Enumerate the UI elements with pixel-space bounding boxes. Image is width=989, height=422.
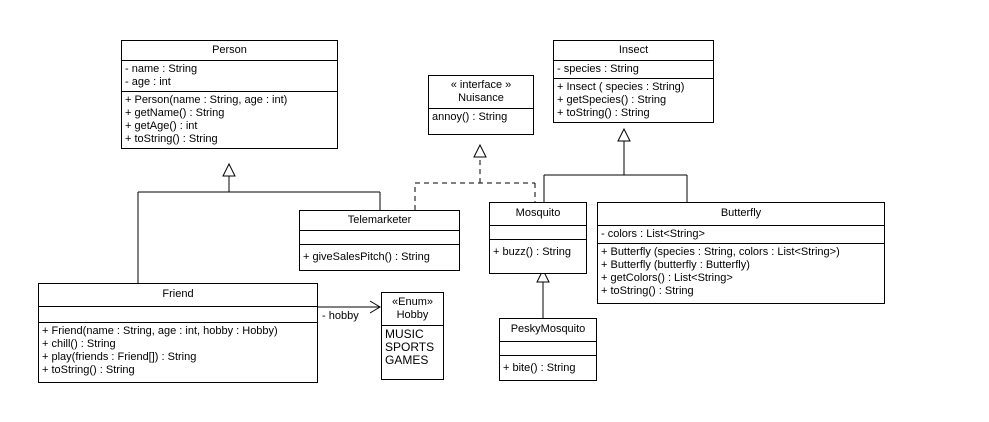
enum-literals-section: MUSIC SPORTS GAMES <box>382 326 443 379</box>
operation: + giveSalesPitch() : String <box>303 251 430 263</box>
class-name: Person <box>122 41 337 61</box>
operation: + Insect ( species : String) <box>557 81 685 93</box>
attribute: - colors : List<String> <box>601 228 705 240</box>
stereotype: « interface » <box>450 79 512 91</box>
operation: + Butterfly (butterfly : Butterfly) <box>601 259 750 271</box>
attributes-section <box>300 231 459 245</box>
class-name: Hobby <box>396 309 429 321</box>
attributes-section: - name : String - age : int <box>122 61 337 92</box>
operation: + chill() : String <box>42 338 116 350</box>
class-name: Mosquito <box>490 203 586 226</box>
class-pesky-mosquito[interactable]: PeskyMosquito + bite() : String <box>499 318 597 381</box>
operation: + play(friends : Friend[]) : String <box>42 351 197 363</box>
operations-section: + buzz() : String <box>490 240 586 273</box>
enum-literal: GAMES <box>385 353 429 367</box>
operation: + toString() : String <box>601 285 694 297</box>
generalization-to-mosquito <box>536 268 550 318</box>
class-name: Friend <box>39 284 317 307</box>
attributes-section: - colors : List<String> <box>598 226 884 244</box>
operation: + toString() : String <box>125 133 218 145</box>
class-friend[interactable]: Friend + Friend(name : String, age : int… <box>38 283 318 383</box>
attributes-section <box>39 307 317 323</box>
attribute: - species : String <box>557 63 639 75</box>
operation: + buzz() : String <box>493 246 571 258</box>
operations-section: + Butterfly (species : String, colors : … <box>598 244 884 303</box>
class-header: « interface » Nuisance <box>429 76 533 109</box>
interface-nuisance[interactable]: « interface » Nuisance annoy() : String <box>428 75 534 135</box>
operation: + getColors() : List<String> <box>601 272 733 284</box>
class-name: Insect <box>554 41 713 61</box>
operation: + getName() : String <box>125 107 225 119</box>
class-name: Telemarketer <box>300 211 459 231</box>
attribute: - name : String <box>125 63 198 75</box>
class-person[interactable]: Person - name : String - age : int + Per… <box>121 40 338 149</box>
operations-section: annoy() : String <box>429 109 533 134</box>
operations-section: + Person(name : String, age : int) + get… <box>122 92 337 148</box>
class-name: Butterfly <box>598 203 884 226</box>
operation: + Person(name : String, age : int) <box>125 94 288 106</box>
operations-section: + Insect ( species : String) + getSpecie… <box>554 79 713 122</box>
operation: + toString() : String <box>42 364 135 376</box>
enum-literal: MUSIC <box>385 327 424 341</box>
class-header: «Enum» Hobby <box>382 293 443 326</box>
operation: + getSpecies() : String <box>557 94 667 106</box>
operation: + toString() : String <box>557 107 650 119</box>
association-friend-hobby <box>318 300 381 314</box>
operation: annoy() : String <box>432 111 508 123</box>
class-telemarketer[interactable]: Telemarketer + giveSalesPitch() : String <box>299 210 460 271</box>
generalization-to-person <box>137 162 381 283</box>
stereotype: «Enum» <box>392 296 433 308</box>
class-name: Nuisance <box>458 92 504 104</box>
attributes-section: - species : String <box>554 61 713 79</box>
class-name: PeskyMosquito <box>500 319 596 342</box>
attribute: - age : int <box>125 76 171 88</box>
operation: + bite() : String <box>503 362 576 374</box>
operation: + getAge() : int <box>125 120 198 132</box>
class-butterfly[interactable]: Butterfly - colors : List<String> + Butt… <box>597 202 885 304</box>
operation: + Friend(name : String, age : int, hobby… <box>42 325 278 337</box>
realization-to-nuisance <box>414 143 536 210</box>
generalization-to-insect <box>543 127 688 202</box>
class-insect[interactable]: Insect - species : String + Insect ( spe… <box>553 40 714 123</box>
operations-section: + bite() : String <box>500 356 596 380</box>
class-mosquito[interactable]: Mosquito + buzz() : String <box>489 202 587 274</box>
enum-literal: SPORTS <box>385 340 435 354</box>
association-label-hobby: - hobby <box>322 310 359 322</box>
operations-section: + giveSalesPitch() : String <box>300 245 459 270</box>
operation: + Butterfly (species : String, colors : … <box>601 246 840 258</box>
attributes-section <box>490 226 586 240</box>
attributes-section <box>500 342 596 356</box>
enum-hobby[interactable]: «Enum» Hobby MUSIC SPORTS GAMES <box>381 292 444 380</box>
operations-section: + Friend(name : String, age : int, hobby… <box>39 323 317 382</box>
